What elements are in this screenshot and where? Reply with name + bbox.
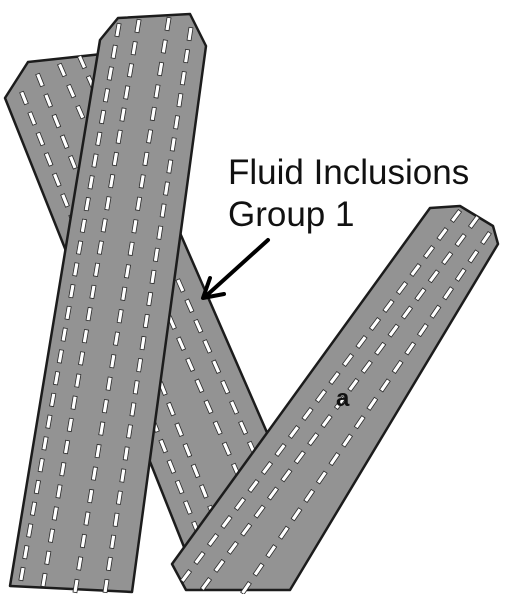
label-fluid-inclusions: Fluid Inclusions	[228, 153, 469, 192]
arrow-shaft	[206, 240, 268, 296]
crystal-label-a: a	[336, 385, 350, 412]
pointer-arrow	[203, 240, 268, 298]
label-group-1: Group 1	[228, 195, 354, 234]
